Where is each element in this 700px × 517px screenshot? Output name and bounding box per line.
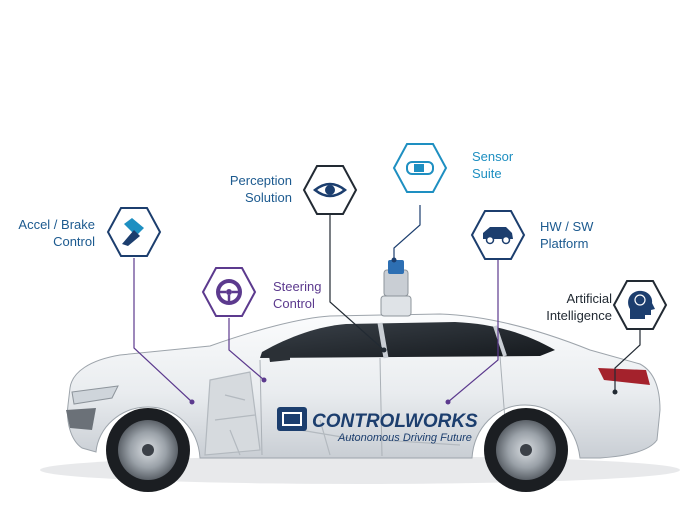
front-wheel xyxy=(106,408,190,492)
connector-perception xyxy=(329,215,385,351)
label-steering-control: Steering Control xyxy=(273,279,322,311)
car-side-icon xyxy=(470,210,526,260)
connector-accel xyxy=(133,258,193,403)
pedals-icon xyxy=(106,207,162,257)
connector-hwsw xyxy=(447,260,499,403)
connector-lines xyxy=(133,205,641,405)
taillight xyxy=(598,368,650,385)
connector-sensor xyxy=(393,205,421,260)
car-top-view-icon xyxy=(392,143,448,193)
headlight xyxy=(71,385,119,405)
brand-logo: CONTROLWORKS Autonomous Driving Future xyxy=(277,407,478,444)
steering-wheel-icon xyxy=(201,267,257,317)
label-accel-brake: Accel / Brake Control xyxy=(18,217,95,249)
label-artificial-intelligence: Artificial Intelligence xyxy=(546,291,612,323)
brand-name: CONTROLWORKS xyxy=(312,411,478,432)
rear-wheel xyxy=(484,408,568,492)
brand-tagline: Autonomous Driving Future xyxy=(337,432,472,444)
label-perception-solution: Perception Solution xyxy=(229,173,292,205)
brain-head-icon xyxy=(612,280,668,330)
connector-steering xyxy=(228,318,265,381)
grille xyxy=(66,408,96,430)
car xyxy=(66,260,661,492)
map-graphic xyxy=(204,371,461,456)
eye-icon xyxy=(302,165,358,215)
connector-ai xyxy=(614,330,641,392)
windows xyxy=(260,322,555,358)
roof-sensor xyxy=(380,260,412,317)
label-sensor-suite: Sensor Suite xyxy=(472,149,514,181)
logo-mark xyxy=(277,407,307,431)
side-mirror xyxy=(268,346,290,362)
c-pillar xyxy=(493,325,507,357)
label-hw-sw-platform: HW / SW Platform xyxy=(540,219,594,251)
